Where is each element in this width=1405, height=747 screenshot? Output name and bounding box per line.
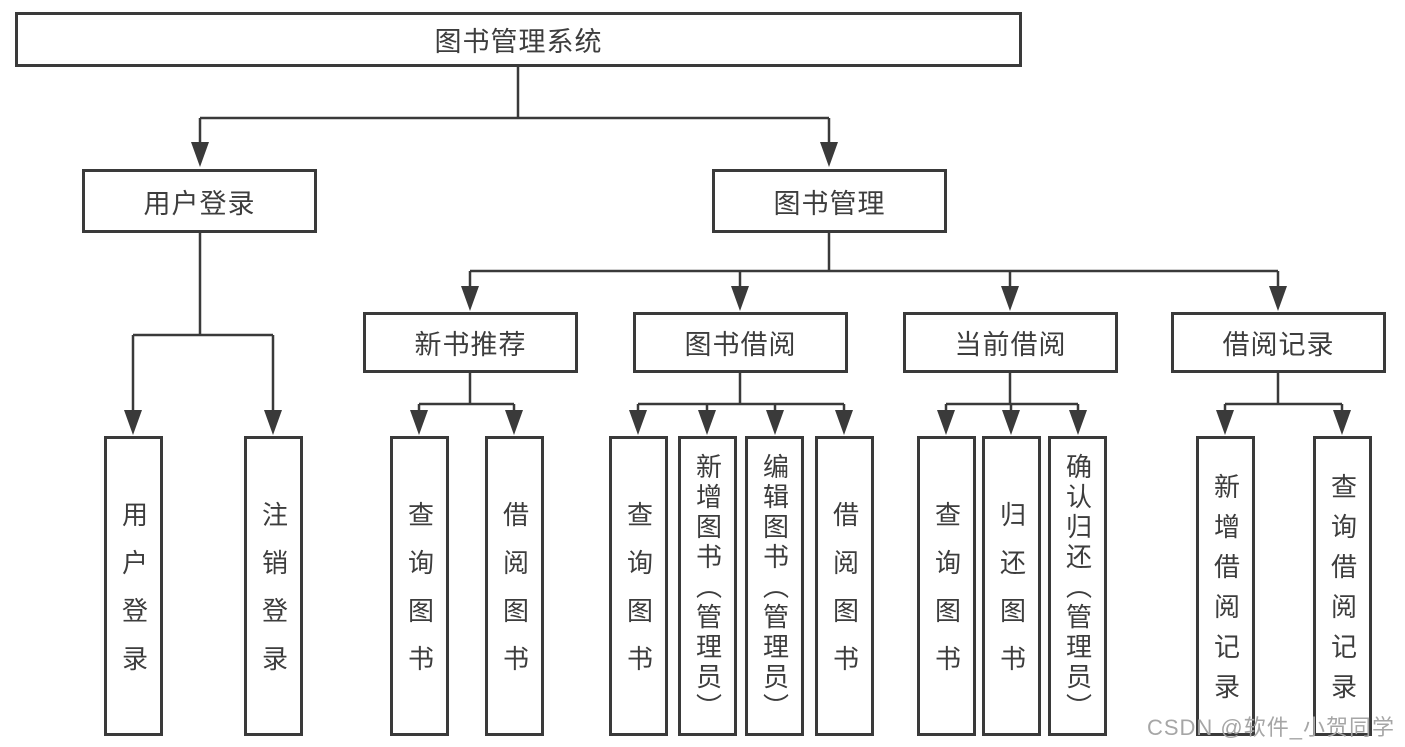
leaf-borrow-books-label: 借阅图书 [829,501,860,693]
leaf-borrow-books-recommend: 借阅图书 [485,436,544,736]
leaf-add-books-admin: 新增图书（管理员） [678,436,737,736]
leaf-return-books: 归还图书 [982,436,1041,736]
arrowheads [124,142,1351,435]
leaf-query-books-borrow-label: 查询图书 [623,501,654,693]
node-current-borrow-label: 当前借阅 [954,330,1067,360]
leaf-query-books-borrow: 查询图书 [609,436,668,736]
leaf-add-borrow-record-label: 新增借阅记录 [1210,473,1241,713]
leaf-query-books-current: 查询图书 [917,436,976,736]
node-book-borrow-label: 图书借阅 [684,330,797,360]
node-root-label: 图书管理系统 [434,27,603,57]
leaf-query-books-current-label: 查询图书 [931,501,962,693]
node-book-management-label: 图书管理 [773,188,886,219]
leaf-query-books-recommend-label: 查询图书 [404,501,435,693]
leaf-logout: 注销登录 [244,436,303,736]
leaf-borrow-books-recommend-label: 借阅图书 [499,501,530,693]
node-root: 图书管理系统 [15,12,1022,67]
leaf-edit-books-admin-label: 编辑图书（管理员） [759,453,790,723]
leaf-return-books-label: 归还图书 [996,501,1027,693]
leaf-confirm-return-admin: 确认归还（管理员） [1048,436,1107,736]
node-new-book-recommend: 新书推荐 [363,312,578,373]
leaf-user-login: 用户登录 [104,436,163,736]
node-book-management: 图书管理 [712,169,947,233]
leaf-query-borrow-record-label: 查询借阅记录 [1327,473,1358,713]
node-user-login-label: 用户登录 [143,188,256,219]
node-user-login: 用户登录 [82,169,317,233]
node-book-borrow: 图书借阅 [633,312,848,373]
leaf-confirm-return-admin-label: 确认归还（管理员） [1062,453,1093,723]
node-new-book-recommend-label: 新书推荐 [414,330,527,360]
leaf-logout-label: 注销登录 [258,501,289,693]
csdn-watermark: CSDN @软件_小贺同学 [1146,715,1395,740]
leaf-borrow-books: 借阅图书 [815,436,874,736]
leaf-query-books-recommend: 查询图书 [390,436,449,736]
node-borrow-records: 借阅记录 [1171,312,1386,373]
leaf-add-borrow-record: 新增借阅记录 [1196,436,1255,736]
leaf-edit-books-admin: 编辑图书（管理员） [745,436,804,736]
node-current-borrow: 当前借阅 [903,312,1118,373]
leaf-query-borrow-record: 查询借阅记录 [1313,436,1372,736]
node-borrow-records-label: 借阅记录 [1222,330,1335,360]
leaf-add-books-admin-label: 新增图书（管理员） [692,453,723,723]
leaf-user-login-label: 用户登录 [118,501,149,693]
